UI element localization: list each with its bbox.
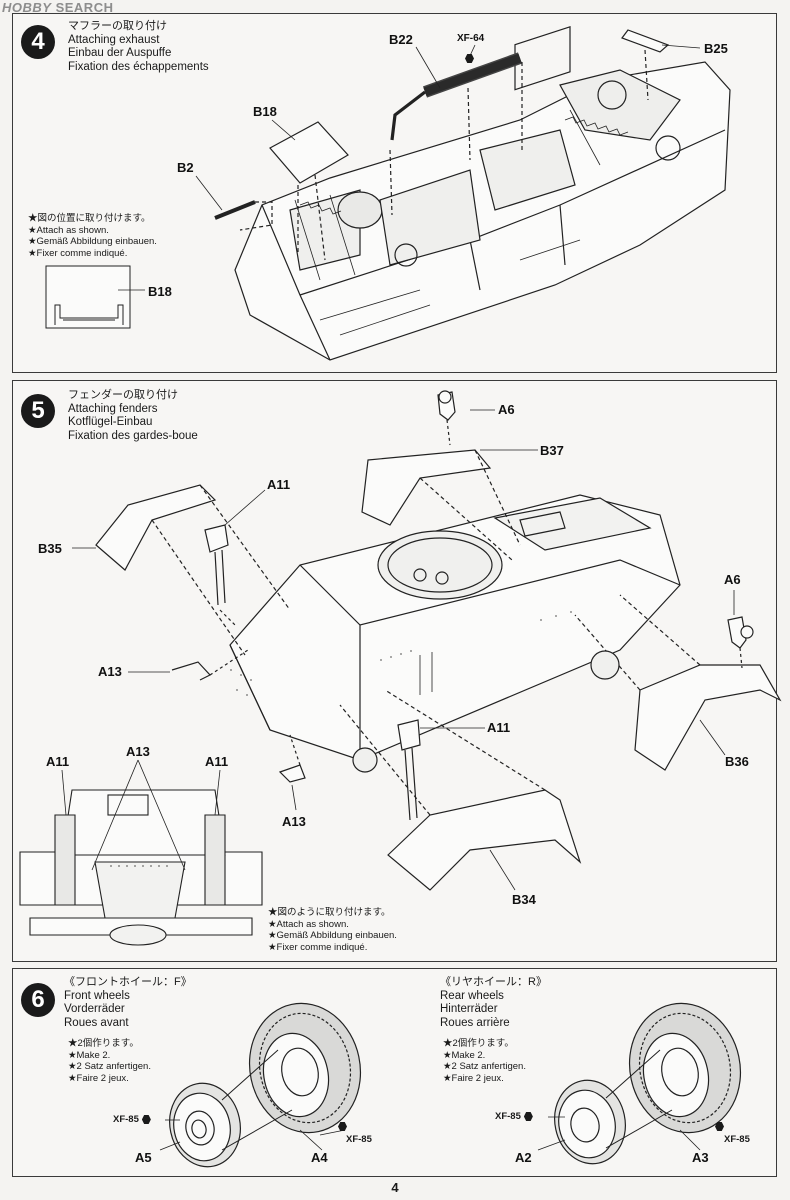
- paint-hex-icon: [715, 1122, 724, 1131]
- watermark-word: SEARCH: [55, 0, 114, 15]
- step-5-titles: フェンダーの取り付け Attaching fenders Kotflügel-E…: [68, 389, 198, 443]
- label-a2: A2: [515, 1150, 532, 1165]
- label-xf64: XF-64: [457, 33, 485, 44]
- label-a11-mid: A11: [487, 720, 511, 735]
- label-b22: B22: [389, 32, 413, 47]
- label-b37: B37: [540, 443, 564, 458]
- step-5-title-de: Kotflügel-Einbau: [68, 416, 153, 428]
- label-a13-bottom: A13: [282, 814, 306, 829]
- label-a6-right: A6: [724, 572, 741, 587]
- label-b36: B36: [725, 754, 749, 769]
- label-a11-top: A11: [267, 477, 291, 492]
- rear-paint-left-label: XF-85: [495, 1111, 521, 1122]
- rear-paint-left: XF-85: [495, 1111, 533, 1122]
- rear-wheels-titles: 《リヤホイール：R》 Rear wheels Hinterräder Roues…: [440, 976, 547, 1030]
- front-wheels-title-de: Vorderräder: [64, 1003, 125, 1015]
- xf64-paint-icon: [465, 54, 474, 63]
- step-4-note: ★図の位置に取り付けます。 ★Attach as shown. ★Gemäß A…: [28, 213, 157, 259]
- rear-paint-right-text: XF-85: [724, 1134, 750, 1145]
- step-4-note-en: ★Attach as shown.: [28, 224, 109, 236]
- front-wheels-title-ja: 《フロントホイール：F》: [64, 976, 192, 988]
- step-5-note: ★図のように取り付けます。 ★Attach as shown. ★Gemäß A…: [268, 907, 397, 953]
- front-note-en: ★Make 2.: [68, 1049, 111, 1061]
- front-wheels-note: ★2個作ります。 ★Make 2. ★2 Satz anfertigen. ★F…: [68, 1038, 151, 1084]
- front-paint-left-label: XF-85: [113, 1114, 139, 1125]
- step-4-note-ja: ★図の位置に取り付けます。: [28, 213, 151, 224]
- step-5-title-ja: フェンダーの取り付け: [68, 389, 178, 401]
- step-4-title-en: Attaching exhaust: [68, 33, 160, 46]
- front-paint-left: XF-85: [113, 1114, 151, 1125]
- label-b34: B34: [512, 892, 536, 907]
- label-a6-top: A6: [498, 402, 515, 417]
- rear-wheels-title-en: Rear wheels: [440, 989, 504, 1002]
- label-b35: B35: [38, 541, 62, 556]
- rear-wheels-title-ja: 《リヤホイール：R》: [440, 976, 547, 988]
- front-paint-right-text: XF-85: [346, 1134, 372, 1145]
- step-5-note-fr: ★Fixer comme indiqué.: [268, 941, 368, 953]
- step-4-note-de: ★Gemäß Abbildung einbauen.: [28, 236, 157, 247]
- paint-hex-icon: [523, 1112, 533, 1121]
- label-a5: A5: [135, 1150, 152, 1165]
- step-4-illustration: [45, 26, 731, 361]
- rear-note-de: ★2 Satz anfertigen.: [443, 1061, 526, 1072]
- label-b2: B2: [177, 160, 194, 175]
- rear-paint-right: [715, 1122, 724, 1131]
- label-b25: B25: [704, 41, 728, 56]
- inset-label-a11-right: A11: [205, 754, 229, 769]
- inset-label-a13: A13: [126, 744, 150, 759]
- step-6-number: 6: [21, 983, 55, 1017]
- front-paint-right: [338, 1122, 349, 1131]
- rear-note-fr: ★Faire 2 jeux.: [443, 1072, 504, 1084]
- front-wheels-titles: 《フロントホイール：F》 Front wheels Vorderräder Ro…: [64, 976, 192, 1030]
- front-note-fr: ★Faire 2 jeux.: [68, 1072, 129, 1084]
- watermark: HOBBY SEARCH: [2, 0, 113, 15]
- step-4-title-de: Einbau der Auspuffe: [68, 47, 172, 59]
- label-a4: A4: [311, 1150, 328, 1165]
- front-note-ja: ★2個作ります。: [68, 1038, 139, 1049]
- rear-note-en: ★Make 2.: [443, 1049, 486, 1061]
- front-note-de: ★2 Satz anfertigen.: [68, 1061, 151, 1072]
- front-paint-right-label: XF-85: [346, 1134, 372, 1145]
- rear-wheels-title-fr: Roues arrière: [440, 1016, 510, 1029]
- label-a3: A3: [692, 1150, 709, 1165]
- watermark-brand: HOBBY: [2, 0, 52, 15]
- rear-paint-right-label: XF-85: [724, 1134, 750, 1145]
- front-wheels-title-en: Front wheels: [64, 989, 130, 1002]
- step-4-note-fr: ★Fixer comme indiqué.: [28, 247, 128, 259]
- step-4-title-ja: マフラーの取り付け: [68, 20, 167, 32]
- rear-wheels-title-de: Hinterräder: [440, 1003, 498, 1015]
- label-b18: B18: [253, 104, 277, 119]
- step-4-title-fr: Fixation des échappements: [68, 60, 209, 73]
- front-wheels-title-fr: Roues avant: [64, 1016, 129, 1029]
- label-a13-left: A13: [98, 664, 122, 679]
- step-4-number: 4: [21, 25, 55, 59]
- inset-label-a11-left: A11: [46, 754, 70, 769]
- paint-hex-icon: [338, 1122, 347, 1131]
- label-b18-inset: B18: [148, 284, 172, 299]
- rear-wheels-note: ★2個作ります。 ★Make 2. ★2 Satz anfertigen. ★F…: [443, 1038, 526, 1084]
- step-5-note-en: ★Attach as shown.: [268, 918, 349, 930]
- step-5-illustration: [19, 390, 782, 946]
- step-5-note-de: ★Gemäß Abbildung einbauen.: [268, 930, 397, 941]
- step-5-title-en: Attaching fenders: [68, 402, 158, 415]
- step-4-titles: マフラーの取り付け Attaching exhaust Einbau der A…: [68, 20, 209, 74]
- page-number: 4: [391, 1180, 399, 1195]
- step-5-number: 5: [21, 394, 55, 428]
- step-5-title-fr: Fixation des gardes-boue: [68, 429, 198, 442]
- step-5-note-ja: ★図のように取り付けます。: [268, 907, 391, 918]
- paint-hex-icon: [141, 1115, 151, 1124]
- rear-note-ja: ★2個作ります。: [443, 1038, 514, 1049]
